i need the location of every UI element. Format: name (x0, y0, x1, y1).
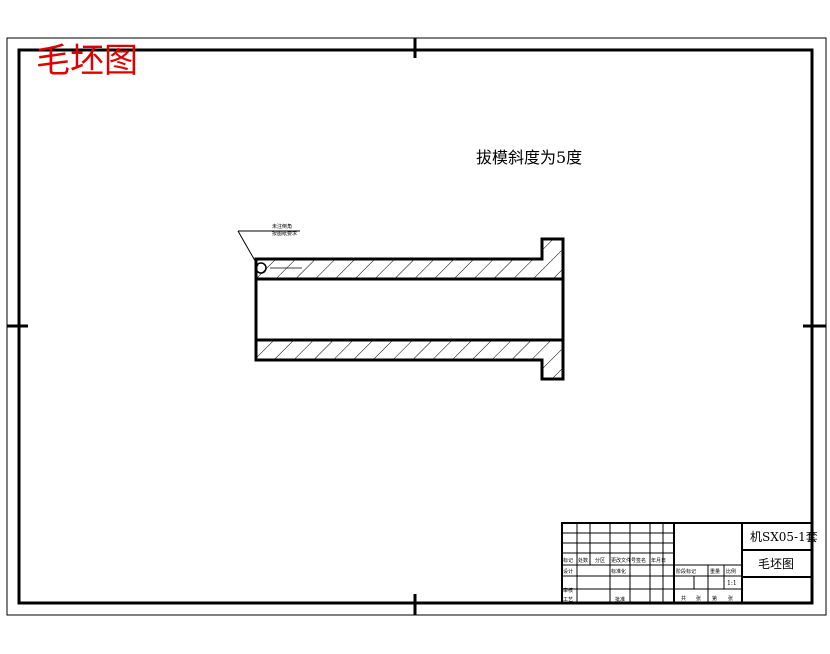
leader-note-line1: 未注倒角 (272, 223, 292, 230)
tb-label-review: 审核 (563, 587, 573, 594)
tb-label-date: 年月日 (651, 557, 666, 564)
tb-label-sign: 签名 (636, 557, 646, 564)
tb-label-change-doc: 更改文件号 (611, 557, 636, 564)
tb-label-design: 设计 (563, 568, 573, 575)
lower-wall-section (254, 338, 565, 381)
tb-label-sheets2: 张 (728, 595, 733, 602)
tb-label-process: 工艺 (563, 597, 573, 603)
scale-value: 1:1 (727, 580, 737, 587)
draft-note: 拔模斜度为5度 (476, 148, 582, 167)
drawing-name: 毛坯图 (758, 557, 794, 571)
centering-marks (7, 38, 826, 615)
tb-label-zone: 分区 (595, 557, 605, 564)
title-block (561, 522, 813, 604)
leader-note-line2: 按图纸要求 (272, 230, 297, 237)
tb-label-sheets1: 张 (696, 595, 701, 602)
tb-label-ratio: 比例 (726, 568, 736, 575)
part-section-view (254, 237, 565, 381)
tb-label-approve: 批准 (615, 596, 625, 603)
tb-label-stage: 阶段标记 (676, 568, 696, 575)
page-title: 毛坯图 (36, 41, 138, 81)
upper-wall-section (254, 237, 565, 281)
drawing-number: 机SX05-1套 (750, 530, 818, 544)
tb-label-standard: 标准化 (611, 568, 626, 575)
outer-border (6, 37, 827, 616)
title-block-text: 机SX05-1套 毛坯图 1:1 标记 处数 分区 更改文件号 签名 年月日 设… (563, 530, 818, 603)
drawing-frame (17, 48, 814, 605)
tb-label-count: 处数 (578, 557, 588, 564)
tb-label-total: 共 (681, 595, 686, 602)
tb-label-no: 第 (712, 595, 717, 602)
tb-label-mark: 标记 (563, 557, 573, 564)
tb-label-weight: 重量 (710, 568, 720, 575)
